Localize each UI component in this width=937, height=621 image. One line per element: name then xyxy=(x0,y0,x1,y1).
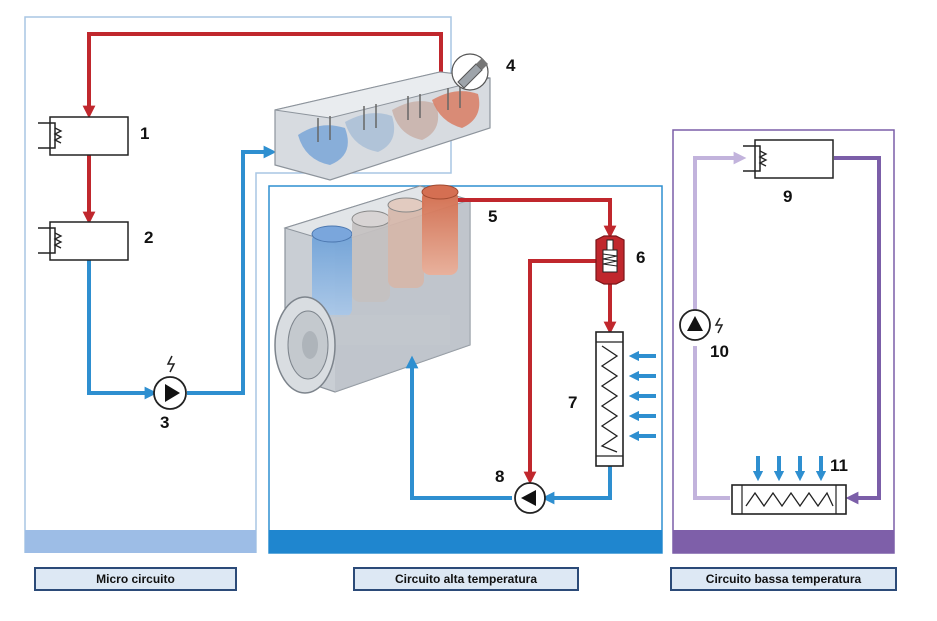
label-7: 7 xyxy=(568,393,577,412)
legend-micro-circuit: Micro circuito xyxy=(34,567,237,591)
label-5: 5 xyxy=(488,207,497,226)
engine-block xyxy=(283,184,472,393)
label-2: 2 xyxy=(144,228,153,247)
label-3: 3 xyxy=(160,413,169,432)
electric-bolt-icon xyxy=(166,355,176,373)
high-temp-pipes xyxy=(405,198,617,505)
radiator-11-airflow-arrows xyxy=(752,456,827,482)
label-1: 1 xyxy=(140,124,149,143)
electric-bolt-icon xyxy=(714,317,724,334)
high-temp-circuit-panel xyxy=(268,185,663,554)
low-temp-circuit-bar xyxy=(673,530,894,553)
radiator-7 xyxy=(595,331,624,467)
low-temp-circuit-panel xyxy=(672,129,895,554)
electric-pump-10 xyxy=(679,309,724,341)
label-8: 8 xyxy=(495,467,504,486)
micro-circuit-bar xyxy=(25,530,256,553)
pump-8 xyxy=(514,482,546,514)
label-4: 4 xyxy=(506,56,516,75)
radiator-7-airflow-arrows xyxy=(628,350,656,442)
low-temp-pipes xyxy=(693,151,881,505)
electric-pump-3 xyxy=(153,355,187,410)
label-9: 9 xyxy=(783,187,792,206)
label-6: 6 xyxy=(636,248,645,267)
label-10: 10 xyxy=(710,342,729,361)
cylinder-head xyxy=(274,71,491,181)
heat-exchanger-2 xyxy=(38,221,129,261)
micro-circuit-pipes xyxy=(82,32,443,400)
legend-low-temp-circuit: Circuito bassa temperatura xyxy=(670,567,897,591)
label-11: 11 xyxy=(830,456,848,475)
temperature-sensor-4 xyxy=(451,53,489,91)
heat-exchanger-9 xyxy=(743,139,834,179)
radiator-11 xyxy=(731,484,847,515)
legend-high-temp-circuit: Circuito alta temperatura xyxy=(353,567,579,591)
heat-exchanger-1 xyxy=(38,116,129,156)
high-temp-circuit-bar xyxy=(269,530,662,553)
thermostat-6 xyxy=(595,235,625,285)
flywheel xyxy=(274,296,336,394)
